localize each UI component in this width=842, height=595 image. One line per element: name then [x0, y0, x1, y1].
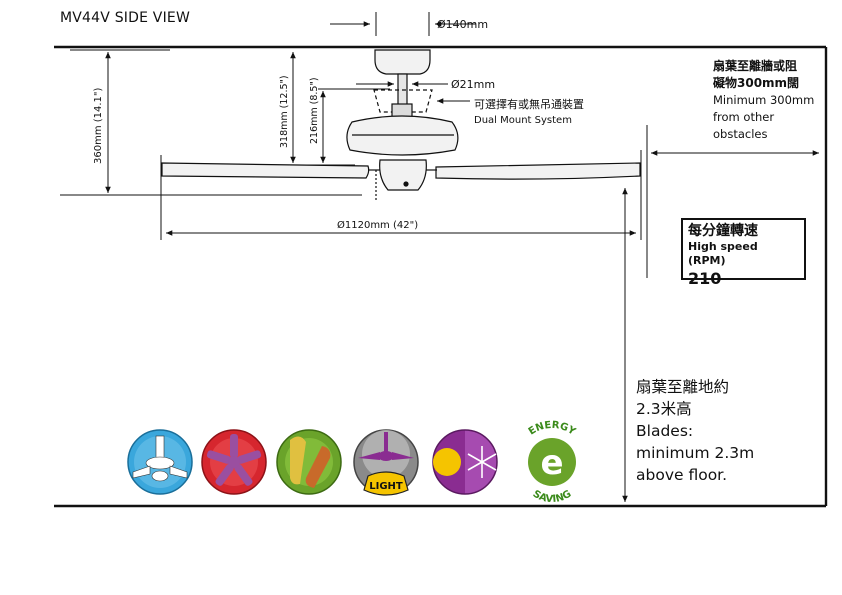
dual-mount-outline [373, 89, 433, 113]
floor-clearance-note: 扇葉至離地約 2.3米高 Blades: minimum 2.3m above … [636, 376, 754, 486]
room-frame [54, 45, 828, 508]
downrod-dimension [356, 81, 470, 104]
clearance-en-line1: Minimum 300mm [713, 93, 814, 107]
svg-text:ENERGY: ENERGY [527, 420, 578, 438]
height-216-label: 216mm (8.5") [309, 77, 320, 144]
blade-maple-icon [290, 436, 306, 485]
wall-clearance-dimension [646, 125, 819, 278]
svg-text:SAVING: SAVING [531, 489, 574, 506]
span-dimension [160, 150, 642, 240]
height-360-label: 360mm (14.1") [93, 87, 104, 164]
rpm-value: 210 [688, 269, 722, 288]
seasonal-badge [432, 429, 498, 495]
canopy-width-label: Ø140mm [437, 18, 488, 31]
clearance-zh-line2: 礙物300mm闊 [713, 75, 799, 90]
fan-blades-icon [206, 434, 262, 486]
energy-saving-badge: e ENERGY SAVING [527, 420, 578, 506]
page-title: MV44V SIDE VIEW [60, 10, 190, 26]
clearance-en-line3: obstacles [713, 127, 767, 141]
mini-blade-icon [132, 465, 151, 479]
five-blade-badge [201, 429, 267, 495]
blade-right [435, 162, 641, 180]
floor-zh-line1: 扇葉至離地約 [636, 378, 730, 396]
ceiling-fan [161, 49, 641, 200]
floor-en-line1: Blades: [636, 422, 694, 440]
energy-e-icon: e [540, 443, 563, 483]
rpm-label-zh: 每分鐘轉速 [688, 223, 758, 239]
floor-zh-line2: 2.3米高 [636, 400, 692, 418]
sun-icon [433, 448, 461, 476]
floor-en-line2: minimum 2.3m [636, 444, 755, 462]
dual-mount-badge [127, 429, 193, 495]
span-label: Ø1120mm (42") [337, 219, 418, 231]
light-banner [363, 471, 409, 496]
snowflake-icon [467, 446, 497, 478]
blade-left [161, 162, 370, 179]
canopy-width-dimension [330, 12, 476, 36]
clearance-zh-line1: 扇葉至離牆或阻 [713, 58, 797, 73]
light-blade-icon [358, 452, 380, 460]
blade-finish-badge [276, 429, 342, 495]
blade-walnut-icon [305, 446, 331, 488]
downrod-dia-label: Ø21mm [451, 78, 495, 91]
light-badge-label: LIGHT [369, 481, 403, 492]
light-kit-badge: LIGHT [353, 429, 419, 496]
light-kit [379, 159, 427, 191]
dual-mount-label-zh: 可選擇有或無吊通裝置 [474, 97, 584, 111]
downrod-icon [155, 435, 165, 459]
rpm-box: 每分鐘轉速 High speed (RPM) 210 [681, 218, 806, 288]
saving-label: SAVING [531, 489, 574, 506]
height-318-label: 318mm (12.5") [279, 75, 290, 148]
clearance-en-line2: from other [713, 110, 774, 124]
feature-badges: LIGHT e [127, 420, 578, 506]
light-downrod-icon [384, 432, 388, 452]
fan-canopy [374, 49, 431, 75]
dual-mount-label-en: Dual Mount System [474, 115, 572, 126]
rpm-label-en: High speed (RPM) [688, 240, 758, 267]
floor-en-line3: above floor. [636, 466, 728, 484]
energy-label: ENERGY [527, 420, 578, 438]
